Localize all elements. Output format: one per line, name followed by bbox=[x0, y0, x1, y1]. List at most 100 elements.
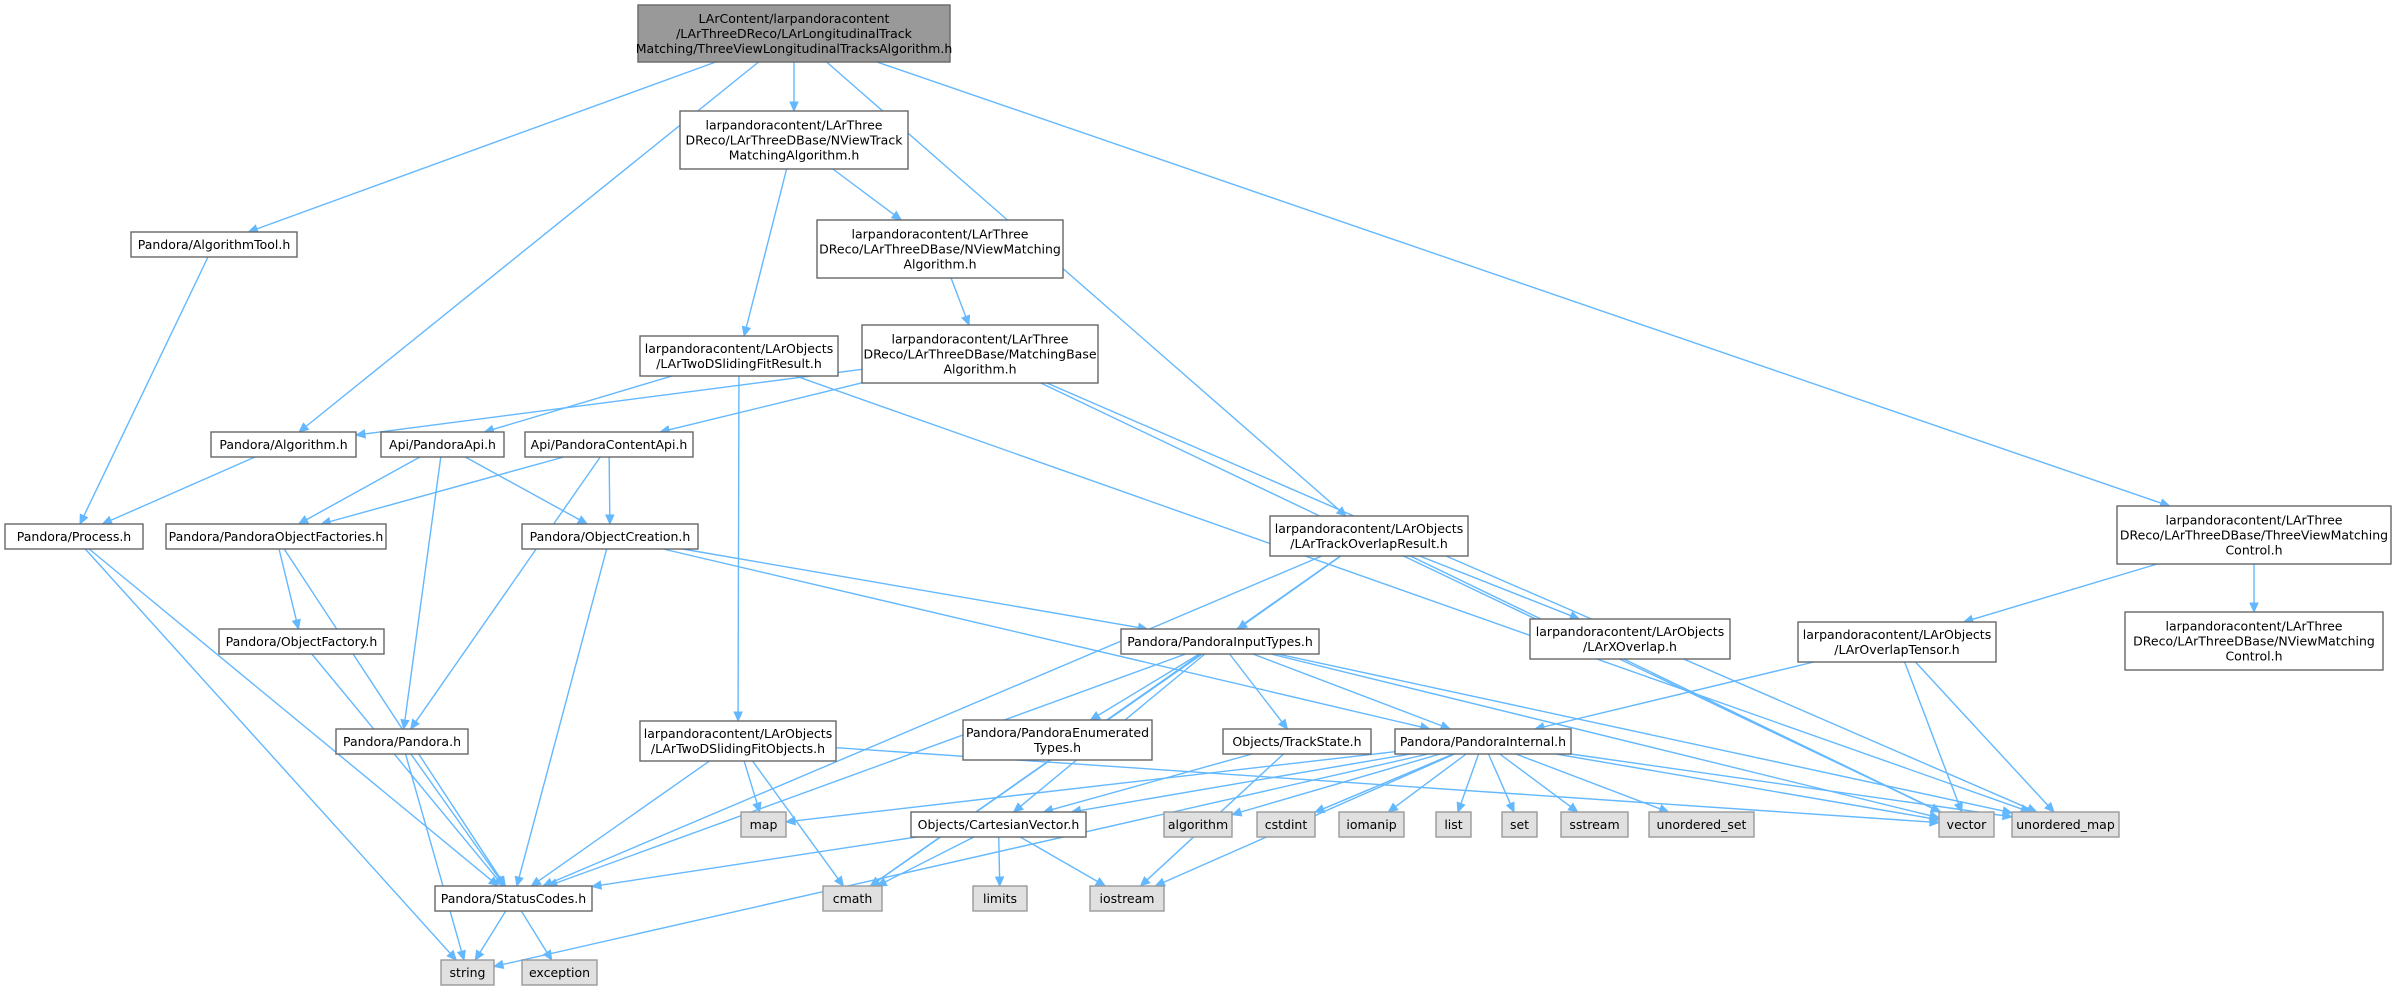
node-list[interactable]: list bbox=[1435, 811, 1472, 838]
edge-contentapi-to-pandora bbox=[414, 456, 601, 723]
node-label-line: /LArXOverlap.h bbox=[1583, 639, 1677, 654]
node-matching-base[interactable]: larpandoracontent/LArThreeDReco/LArThree… bbox=[861, 324, 1099, 384]
edge-contentapi-to-objfactories bbox=[328, 456, 564, 523]
node-unordered-set[interactable]: unordered_set bbox=[1648, 811, 1755, 838]
arrowhead bbox=[1139, 876, 1151, 887]
arrowhead bbox=[1277, 718, 1289, 730]
edge-nview-track-to-nview-matching bbox=[832, 168, 896, 216]
node-sstream[interactable]: sstream bbox=[1560, 811, 1629, 838]
node-label-line: cmath bbox=[833, 891, 873, 906]
node-algorithm[interactable]: Pandora/Algorithm.h bbox=[210, 431, 357, 458]
arrowhead bbox=[456, 949, 466, 962]
node-statuscodes[interactable]: Pandora/StatusCodes.h bbox=[434, 885, 593, 912]
node-nview-track[interactable]: larpandoracontent/LArThreeDReco/LArThree… bbox=[679, 110, 909, 170]
edge-internal-to-sstream bbox=[1499, 753, 1572, 808]
edge-twod-objects-to-statuscodes bbox=[537, 760, 710, 882]
node-internal[interactable]: Pandora/PandoraInternal.h bbox=[1394, 728, 1572, 755]
node-algorithm-std[interactable]: algorithm bbox=[1163, 811, 1233, 838]
node-label-line: DReco/LArThreeDBase/NViewTrack bbox=[686, 133, 904, 148]
edge-internal-to-iomanip bbox=[1394, 753, 1467, 808]
edge-inputtypes-to-cmath bbox=[876, 653, 1203, 882]
node-label-line: larpandoracontent/LArObjects bbox=[645, 341, 833, 356]
node-map[interactable]: map bbox=[740, 811, 787, 838]
node-iomanip[interactable]: iomanip bbox=[1338, 811, 1405, 838]
node-process[interactable]: Pandora/Process.h bbox=[4, 523, 144, 550]
edge-internal-to-vector bbox=[1555, 753, 1932, 820]
node-exception[interactable]: exception bbox=[521, 959, 598, 986]
node-unordered-map[interactable]: unordered_map bbox=[2011, 811, 2120, 838]
node-objfactory[interactable]: Pandora/ObjectFactory.h bbox=[218, 628, 385, 655]
arrowhead bbox=[784, 816, 796, 826]
node-label-line: /LArTwoDSlidingFitResult.h bbox=[656, 356, 822, 371]
node-label-line: Api/PandoraContentApi.h bbox=[531, 437, 688, 452]
node-label-line: /LArTrackOverlapResult.h bbox=[1290, 536, 1448, 551]
node-algtool[interactable]: Pandora/AlgorithmTool.h bbox=[130, 231, 298, 258]
node-layer: LArContent/larpandoracontent/LArThreeDRe… bbox=[4, 4, 2392, 986]
node-tvmcontrol[interactable]: larpandoracontent/LArThreeDReco/LArThree… bbox=[2116, 505, 2392, 565]
node-xoverlap[interactable]: larpandoracontent/LArObjects/LArXOverlap… bbox=[1529, 618, 1731, 660]
node-box bbox=[1648, 811, 1755, 838]
arrowhead bbox=[576, 515, 589, 525]
arrowhead bbox=[1505, 801, 1515, 814]
node-pandoraapi[interactable]: Api/PandoraApi.h bbox=[380, 431, 505, 458]
node-label-line: /LArTwoDSlidingFitObjects.h bbox=[651, 741, 825, 756]
edge-internal-to-cartesian bbox=[1079, 753, 1411, 812]
edge-contentapi-to-objcreation bbox=[608, 456, 611, 517]
node-inputtypes[interactable]: Pandora/PandoraInputTypes.h bbox=[1120, 628, 1320, 655]
arrowhead bbox=[2043, 801, 2055, 813]
node-box bbox=[639, 335, 839, 377]
node-set[interactable]: set bbox=[1501, 811, 1538, 838]
node-vector[interactable]: vector bbox=[1938, 811, 1995, 838]
node-label-line: Pandora/StatusCodes.h bbox=[441, 891, 586, 906]
edge-trackoverlap-to-statuscodes bbox=[550, 555, 1323, 884]
node-objcreation[interactable]: Pandora/ObjectCreation.h bbox=[521, 523, 699, 550]
node-box bbox=[440, 959, 495, 986]
edge-algorithm-to-process bbox=[109, 456, 256, 522]
edge-root-to-tvmcontrol bbox=[876, 61, 2163, 505]
node-string[interactable]: string bbox=[440, 959, 495, 986]
node-box bbox=[637, 4, 951, 63]
edge-twod-objects-to-map bbox=[743, 760, 759, 805]
node-twod-result[interactable]: larpandoracontent/LArObjects/LArTwoDSlid… bbox=[639, 335, 839, 377]
node-pandora[interactable]: Pandora/Pandora.h bbox=[335, 728, 469, 755]
node-label-line: unordered_set bbox=[1657, 817, 1747, 832]
node-nview-matching[interactable]: larpandoracontent/LArThreeDReco/LArThree… bbox=[816, 219, 1064, 279]
node-label-line: DReco/LArThreeDBase/NViewMatching bbox=[819, 242, 1061, 257]
node-box bbox=[210, 431, 357, 458]
node-root[interactable]: LArContent/larpandoracontent/LArThreeDRe… bbox=[636, 4, 953, 63]
node-overlaptensor[interactable]: larpandoracontent/LArObjects/LArOverlapT… bbox=[1797, 621, 1997, 663]
arrowhead bbox=[1456, 801, 1466, 814]
edge-cartesian-to-statuscodes bbox=[599, 836, 917, 887]
edge-tvmcontrol-to-overlaptensor bbox=[1971, 563, 2158, 621]
node-trackstate[interactable]: Objects/TrackState.h bbox=[1222, 728, 1372, 755]
node-limits[interactable]: limits bbox=[972, 885, 1028, 912]
node-iostream[interactable]: iostream bbox=[1089, 885, 1165, 912]
node-box bbox=[1120, 628, 1320, 655]
edge-internal-to-map bbox=[793, 750, 1396, 822]
arrowhead bbox=[2249, 602, 2259, 614]
node-label-line: larpandoracontent/LArThree bbox=[2166, 619, 2343, 634]
arrowhead bbox=[961, 314, 971, 327]
node-box bbox=[521, 523, 699, 550]
arrowhead bbox=[400, 718, 410, 731]
node-cartesian[interactable]: Objects/CartesianVector.h bbox=[910, 811, 1087, 838]
node-twod-objects[interactable]: larpandoracontent/LArObjects/LArTwoDSlid… bbox=[639, 720, 837, 762]
arrowhead bbox=[495, 875, 506, 888]
node-contentapi[interactable]: Api/PandoraContentApi.h bbox=[524, 431, 694, 458]
edge-matching-base-to-unordered-map bbox=[1046, 382, 2030, 810]
node-objfactories[interactable]: Pandora/PandoraObjectFactories.h bbox=[165, 523, 387, 550]
node-cmath[interactable]: cmath bbox=[822, 885, 883, 912]
arrowhead bbox=[530, 876, 542, 887]
node-nvmcontrol[interactable]: larpandoracontent/LArThreeDReco/LArThree… bbox=[2124, 611, 2384, 671]
arrowhead bbox=[1089, 710, 1102, 721]
node-box bbox=[434, 885, 593, 912]
node-cstdint[interactable]: cstdint bbox=[1256, 811, 1316, 838]
node-label-line: iomanip bbox=[1346, 817, 1396, 832]
edge-pandoraapi-to-objfactories bbox=[305, 456, 421, 521]
edge-pandora-to-string bbox=[404, 753, 463, 953]
node-trackoverlap[interactable]: larpandoracontent/LArObjects/LArTrackOve… bbox=[1269, 515, 1469, 557]
node-label-line: algorithm bbox=[1168, 817, 1228, 832]
node-label-line: LArContent/larpandoracontent bbox=[699, 11, 890, 26]
node-label-line: string bbox=[450, 965, 486, 980]
